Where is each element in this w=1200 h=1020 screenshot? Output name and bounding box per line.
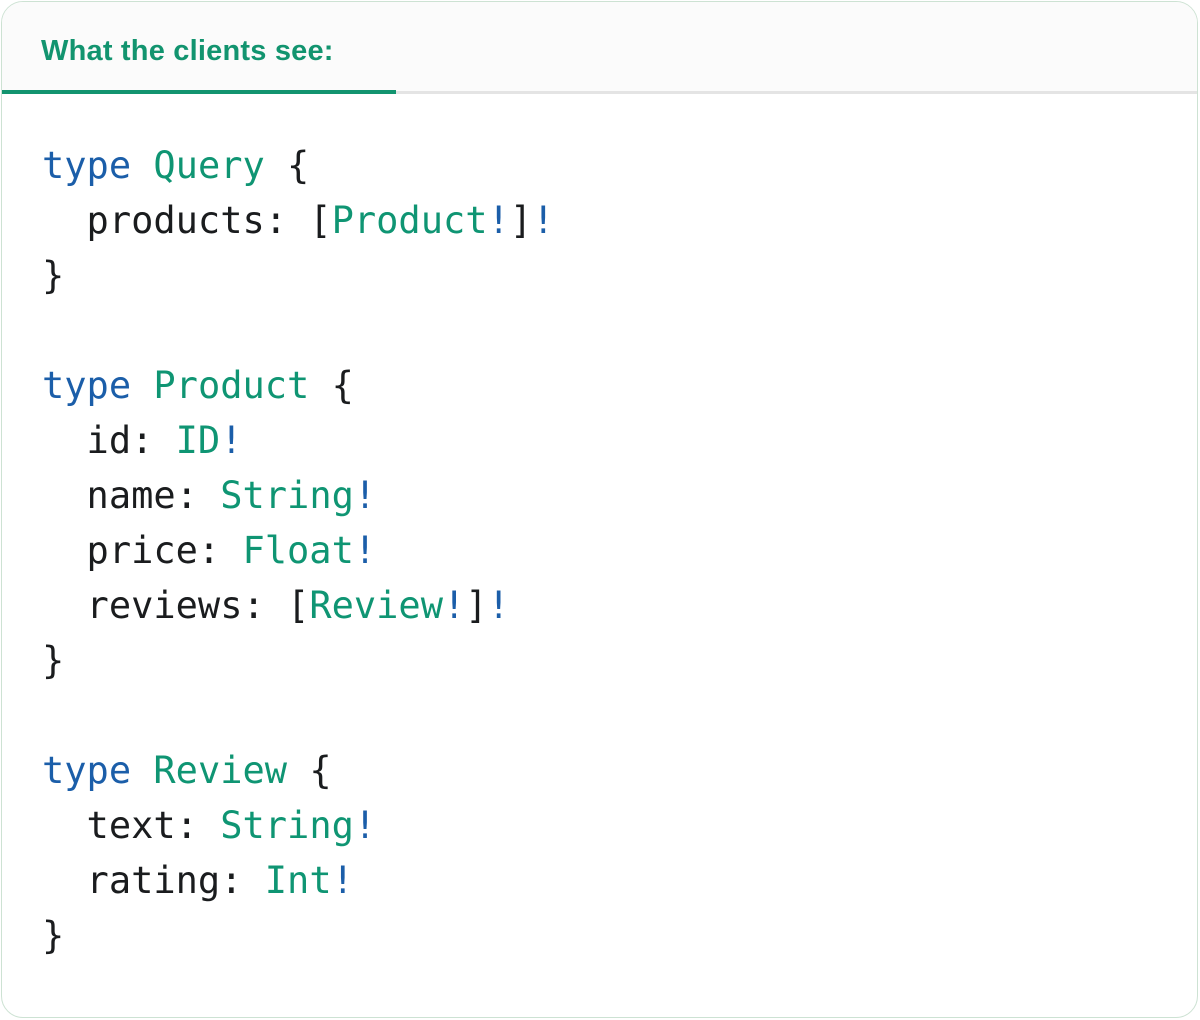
code-token: { (287, 749, 332, 792)
code-line: reviews: [Review!]! (42, 578, 1157, 633)
code-line: type Query { (42, 138, 1157, 193)
code-token: rating: (42, 859, 265, 902)
code-token: type (42, 364, 132, 407)
code-token: reviews: [ (42, 584, 310, 627)
code-line: } (42, 633, 1157, 688)
code-token: ! (532, 199, 555, 242)
code-token: { (264, 144, 310, 187)
code-token: Query (153, 144, 265, 187)
code-token: ! (353, 804, 377, 847)
code-line: products: [Product!]! (42, 193, 1157, 248)
code-line: text: String! (42, 798, 1157, 853)
code-token: Float (242, 529, 354, 572)
code-token: ! (487, 199, 510, 242)
code-token: Product (153, 364, 310, 407)
code-token: ] (509, 199, 533, 242)
code-token: ! (353, 529, 377, 572)
code-token: } (42, 914, 65, 957)
code-token: products: [ (42, 199, 332, 242)
code-token: type (42, 144, 132, 187)
code-token: name: (42, 474, 221, 517)
code-token: ! (487, 584, 510, 627)
code-line: name: String! (42, 468, 1157, 523)
code-line (42, 688, 1157, 743)
code-token: id: (42, 419, 176, 462)
code-line: rating: Int! (42, 853, 1157, 908)
code-line: type Review { (42, 743, 1157, 798)
code-token: String (220, 474, 354, 517)
code-token: Review (309, 584, 443, 627)
code-token: ! (442, 584, 466, 627)
active-tab-indicator (2, 90, 396, 94)
code-token: } (42, 639, 65, 682)
code-line: } (42, 908, 1157, 963)
code-token: } (42, 254, 65, 297)
code-line: id: ID! (42, 413, 1157, 468)
code-token: String (220, 804, 354, 847)
code-token: { (309, 364, 354, 407)
code-block: type Query { products: [Product!]!}type … (2, 94, 1197, 1003)
code-token: ! (353, 474, 377, 517)
code-token: text: (42, 804, 221, 847)
code-token: Product (331, 199, 488, 242)
code-token: ID (175, 419, 221, 462)
code-line: price: Float! (42, 523, 1157, 578)
code-token: price: (42, 529, 243, 572)
tab-what-clients-see[interactable]: What the clients see: (41, 35, 334, 67)
code-token (131, 364, 153, 407)
code-token: ! (220, 419, 243, 462)
code-token: ! (331, 859, 354, 902)
code-token: Int (264, 859, 332, 902)
tab-bar: What the clients see: (2, 2, 1197, 94)
code-token: ] (465, 584, 488, 627)
code-line: } (42, 248, 1157, 303)
code-token: type (42, 749, 132, 792)
code-line: type Product { (42, 358, 1157, 413)
code-token: Review (153, 749, 288, 792)
code-line (42, 303, 1157, 358)
code-token (131, 749, 153, 792)
code-token (131, 144, 153, 187)
